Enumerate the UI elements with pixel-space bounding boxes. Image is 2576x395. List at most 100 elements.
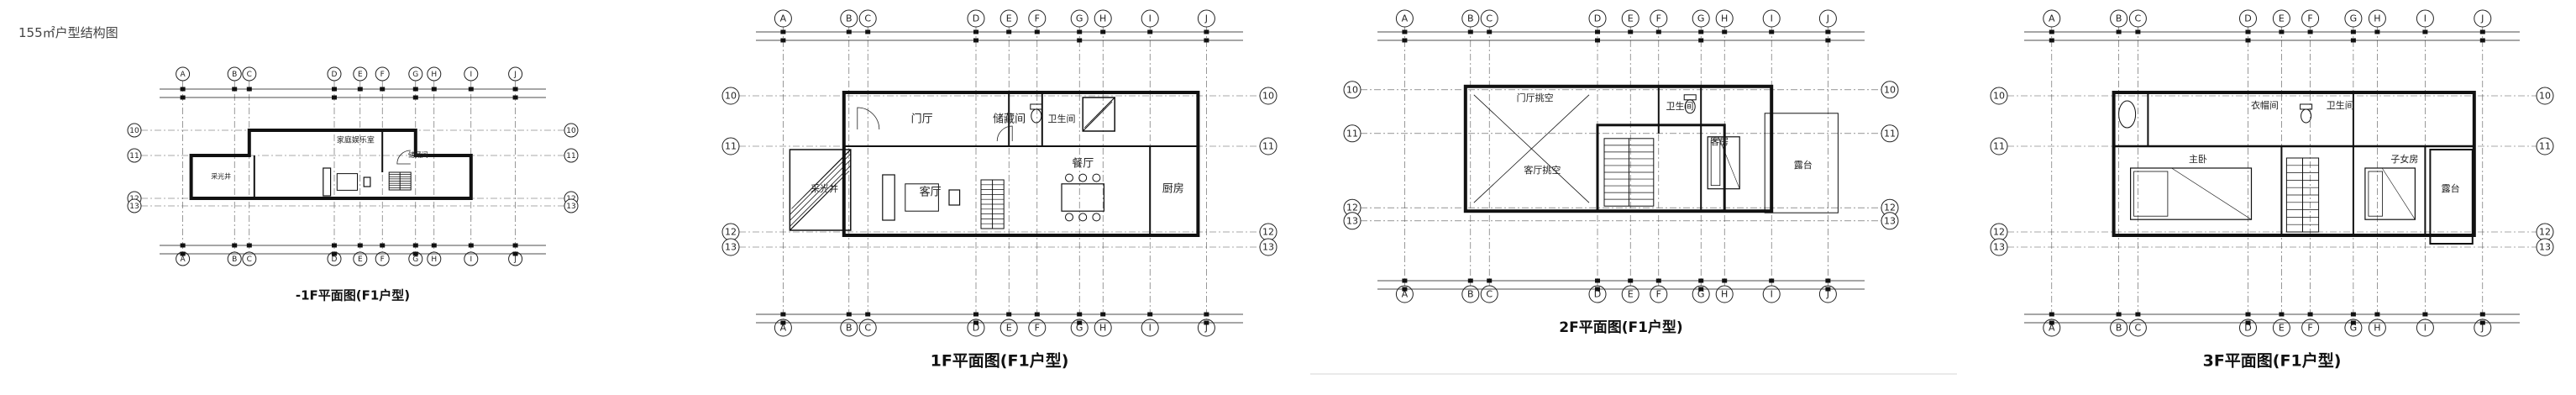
axis-top-C-circle (2128, 9, 2147, 28)
axis-right-11: 11 (1884, 128, 1896, 139)
axis-right-10-circle (2536, 87, 2554, 105)
axis-top-G: G (1076, 13, 1083, 24)
axis-top-G: G (1697, 13, 1705, 24)
staircase (980, 179, 1005, 229)
axis-left-13: 13 (129, 203, 139, 211)
axis-bottom-C-circle (242, 251, 257, 266)
bed-frame (1707, 136, 1740, 190)
axis-top-D: D (2244, 13, 2251, 24)
dimension-tick (973, 29, 978, 34)
dimension-tick (1595, 287, 1600, 292)
dimension-tick (780, 320, 786, 325)
dimension-tick (1467, 278, 1473, 283)
room-label-terrace: 露台 (1794, 159, 1813, 171)
axis-top-E-circle (1621, 9, 1640, 28)
axis-bottom-F: F (2307, 323, 2312, 334)
staircase (2285, 157, 2320, 233)
axis-left-13-circle (721, 238, 740, 256)
axis-top-E: E (2279, 13, 2285, 24)
axis-top-J: J (1826, 13, 1829, 24)
dimension-tick (865, 29, 871, 34)
axis-right-13-circle (2536, 238, 2554, 256)
dimension-tick (412, 251, 418, 256)
axis-top-A-circle (774, 9, 792, 28)
axis-top-F: F (1035, 13, 1040, 24)
walls (1463, 84, 1774, 213)
room-label-light-well: 采光井 (211, 172, 231, 181)
axis-right-10: 10 (1262, 91, 1274, 102)
dimension-tick (1722, 29, 1728, 34)
axis-top-A-circle (1395, 9, 1414, 28)
dimension-tick (1628, 278, 1634, 283)
dimension-tick (2374, 29, 2380, 34)
axis-right-11-circle (2536, 137, 2554, 155)
dimension-tick (2350, 320, 2356, 325)
axis-bottom-B: B (1467, 289, 1474, 300)
toilet-bowl (2301, 108, 2312, 124)
axis-left-10-circle (721, 87, 740, 105)
axis-top-C: C (2135, 13, 2142, 24)
dimension-tick (865, 312, 871, 317)
axis-bottom-I-circle (1141, 319, 1159, 337)
axis-right-10-circle (1881, 81, 1899, 99)
axis-top-B: B (1467, 13, 1474, 24)
axis-top-G-circle (1692, 9, 1710, 28)
dimension-tick (246, 87, 252, 92)
axis-top-F: F (2307, 13, 2312, 24)
axis-top-J-circle (1197, 9, 1215, 28)
coffee-table (905, 183, 939, 212)
axis-bottom-A: A (181, 255, 186, 264)
axis-bottom-H-circle (1094, 319, 1112, 337)
axis-right-13: 13 (1262, 242, 1274, 253)
axis-bottom-E-circle (1621, 285, 1640, 303)
axis-top-D-circle (967, 9, 985, 28)
dimension-tick (2116, 29, 2122, 34)
axis-top-F-circle (1650, 9, 1668, 28)
axis-top-B: B (846, 13, 853, 24)
dimension-row-top-total (2024, 38, 2520, 43)
axis-top-A: A (780, 13, 787, 24)
axis-left-10: 10 (1346, 84, 1358, 95)
axis-left-10-circle (1990, 87, 2008, 105)
axis-right-11: 11 (566, 152, 575, 161)
axis-right-11: 11 (1262, 141, 1274, 152)
dimension-tick (1769, 29, 1775, 34)
axis-top-E-circle (999, 9, 1018, 28)
dimension-tick (357, 87, 363, 92)
axis-top-A-circle (2043, 9, 2061, 28)
dimension-tick (2479, 312, 2485, 317)
dimension-tick (431, 243, 437, 248)
axis-top-B-circle (840, 9, 858, 28)
axis-top-G-circle (2344, 9, 2363, 28)
furniture-bed-master (2130, 167, 2253, 220)
axis-right-12: 12 (2539, 227, 2551, 238)
axis-right-10-circle (564, 123, 579, 138)
dimension-tick (1698, 29, 1704, 34)
dimension-tick (1034, 312, 1040, 317)
axis-right-11-circle (1259, 137, 1278, 155)
staircase (1603, 138, 1655, 207)
axis-bottom-B: B (232, 255, 237, 264)
axis-bottom-I-circle (464, 251, 479, 266)
dimension-tick (431, 87, 437, 92)
hatch-line (790, 171, 849, 231)
dimension-tick (180, 95, 186, 100)
axis-top-F-circle (2301, 9, 2320, 28)
axis-top-E: E (1006, 13, 1012, 24)
axis-right-10-circle (1259, 87, 1278, 105)
dimension-tick (2307, 312, 2313, 317)
dimension-tick (512, 251, 518, 256)
axis-right-12: 12 (1262, 227, 1274, 238)
axis-bottom-H-circle (1715, 285, 1734, 303)
axis-bottom-J-circle (2474, 319, 2492, 337)
dimension-tick (332, 95, 337, 100)
axis-bottom-I-circle (1762, 285, 1781, 303)
dimension-tick (780, 38, 786, 43)
axis-bottom-H: H (2374, 323, 2380, 334)
axis-bottom-A: A (2049, 323, 2055, 334)
axis-bottom-D: D (973, 323, 979, 334)
axis-bottom-B-circle (1461, 285, 1480, 303)
axis-bottom-D: D (332, 255, 338, 264)
axis-right-13-circle (1881, 212, 1899, 230)
